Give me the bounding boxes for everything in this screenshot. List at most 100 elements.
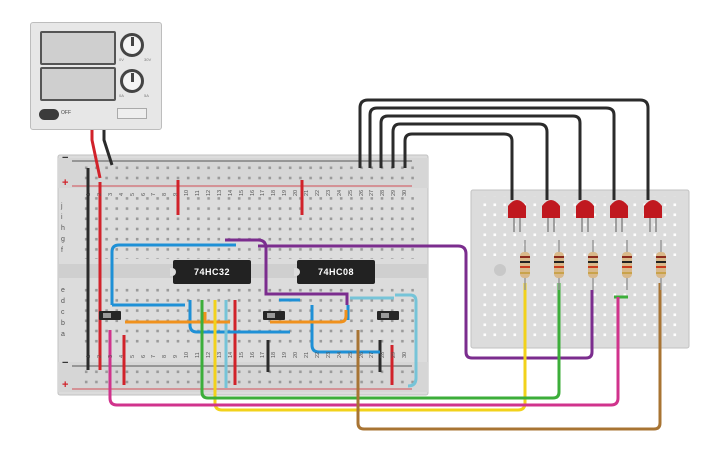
rail-plus-label: + [62,379,69,391]
column-number: 4 [118,192,125,196]
row-letter: a [61,331,65,338]
power-button-label: OFF [61,110,71,116]
column-number: 7 [151,354,158,358]
resistor [520,240,530,290]
column-number: 5 [129,192,136,196]
led-array [508,200,662,232]
column-number: 23 [325,351,332,358]
chip-74hc32[interactable]: 74HC32 [170,260,251,284]
column-number: 14 [227,351,234,358]
main-breadboard [57,154,429,396]
slide-switch[interactable] [263,311,285,320]
column-number: 3 [107,354,114,358]
led [508,200,526,232]
column-number: 6 [140,354,147,358]
dial-label: 0A [119,93,124,98]
column-number: 26 [358,189,365,196]
column-number: 26 [358,351,365,358]
column-number: 11 [195,352,201,358]
column-number: 12 [205,189,212,196]
psu-nameplate [117,108,147,119]
row-letter: i [61,214,63,221]
rail-plus-label: + [62,177,69,189]
row-letter: b [61,320,65,327]
column-number: 27 [369,351,376,358]
column-number: 8 [162,354,169,358]
column-number: 11 [195,190,201,196]
column-number: 1 [86,192,92,196]
column-number: 4 [118,354,125,358]
led [542,200,560,232]
voltage-display [40,31,116,65]
column-number: 29 [391,351,398,358]
column-number: 9 [173,192,180,196]
column-number: 27 [369,189,376,196]
row-letters-bottom: e d c b a [61,285,69,340]
column-number: 30 [402,351,409,358]
column-number: 16 [249,351,256,358]
row-letter: g [61,236,65,243]
led-ground-wires [358,98,650,200]
column-number: 24 [336,351,343,358]
row-letter: e [61,287,65,294]
row-letter: j [61,203,63,210]
column-number: 23 [325,189,332,196]
led [644,200,662,232]
column-number: 16 [249,189,256,196]
column-number: 15 [238,351,245,358]
column-number: 17 [260,351,267,358]
column-number: 21 [304,351,310,358]
column-number: 29 [391,189,398,196]
slide-switch[interactable] [99,311,121,320]
led [576,200,594,232]
dial-label: 0V [119,57,124,62]
column-number: 7 [151,192,158,196]
current-display [40,67,116,101]
resistor [622,240,632,290]
rail-minus-label: − [62,357,69,369]
column-number: 28 [380,351,387,358]
resistor [554,240,564,290]
dial-label: 30V [144,57,152,62]
current-knob[interactable] [120,69,144,93]
column-number: 10 [184,189,191,196]
row-letters-top: j i h g f [61,201,69,256]
column-number: 28 [380,189,387,196]
resistor-array [520,240,666,290]
column-number: 1 [86,354,92,358]
column-number: 19 [282,189,289,196]
column-number: 9 [173,354,180,358]
column-number: 13 [216,351,223,358]
rail-minus-label: − [62,152,69,164]
column-number: 17 [260,189,267,196]
column-number: 18 [271,351,278,358]
column-number: 2 [96,192,103,196]
resistor [656,240,666,290]
column-number: 3 [107,192,114,196]
column-number: 20 [293,351,300,358]
column-number: 10 [184,351,191,358]
column-number: 30 [402,189,409,196]
resistor [588,240,598,290]
row-letter: h [61,225,65,232]
column-number: 19 [282,351,289,358]
column-number: 15 [238,189,245,196]
right-breadboard [470,189,690,349]
column-number: 6 [140,192,147,196]
column-number: 22 [314,189,321,196]
column-number: 22 [314,351,321,358]
column-number: 5 [129,354,136,358]
chip-74hc08[interactable]: 74HC08 [294,260,375,284]
column-number: 24 [336,189,343,196]
slide-switch[interactable] [377,311,399,320]
row-letter: f [61,247,63,254]
power-button[interactable] [39,109,59,120]
column-number: 8 [162,192,169,196]
dial-label: 5A [144,93,149,98]
column-number: 13 [216,189,223,196]
column-number: 18 [271,189,278,196]
voltage-knob[interactable] [120,33,144,57]
led [610,200,628,232]
row-letter: d [61,298,65,305]
